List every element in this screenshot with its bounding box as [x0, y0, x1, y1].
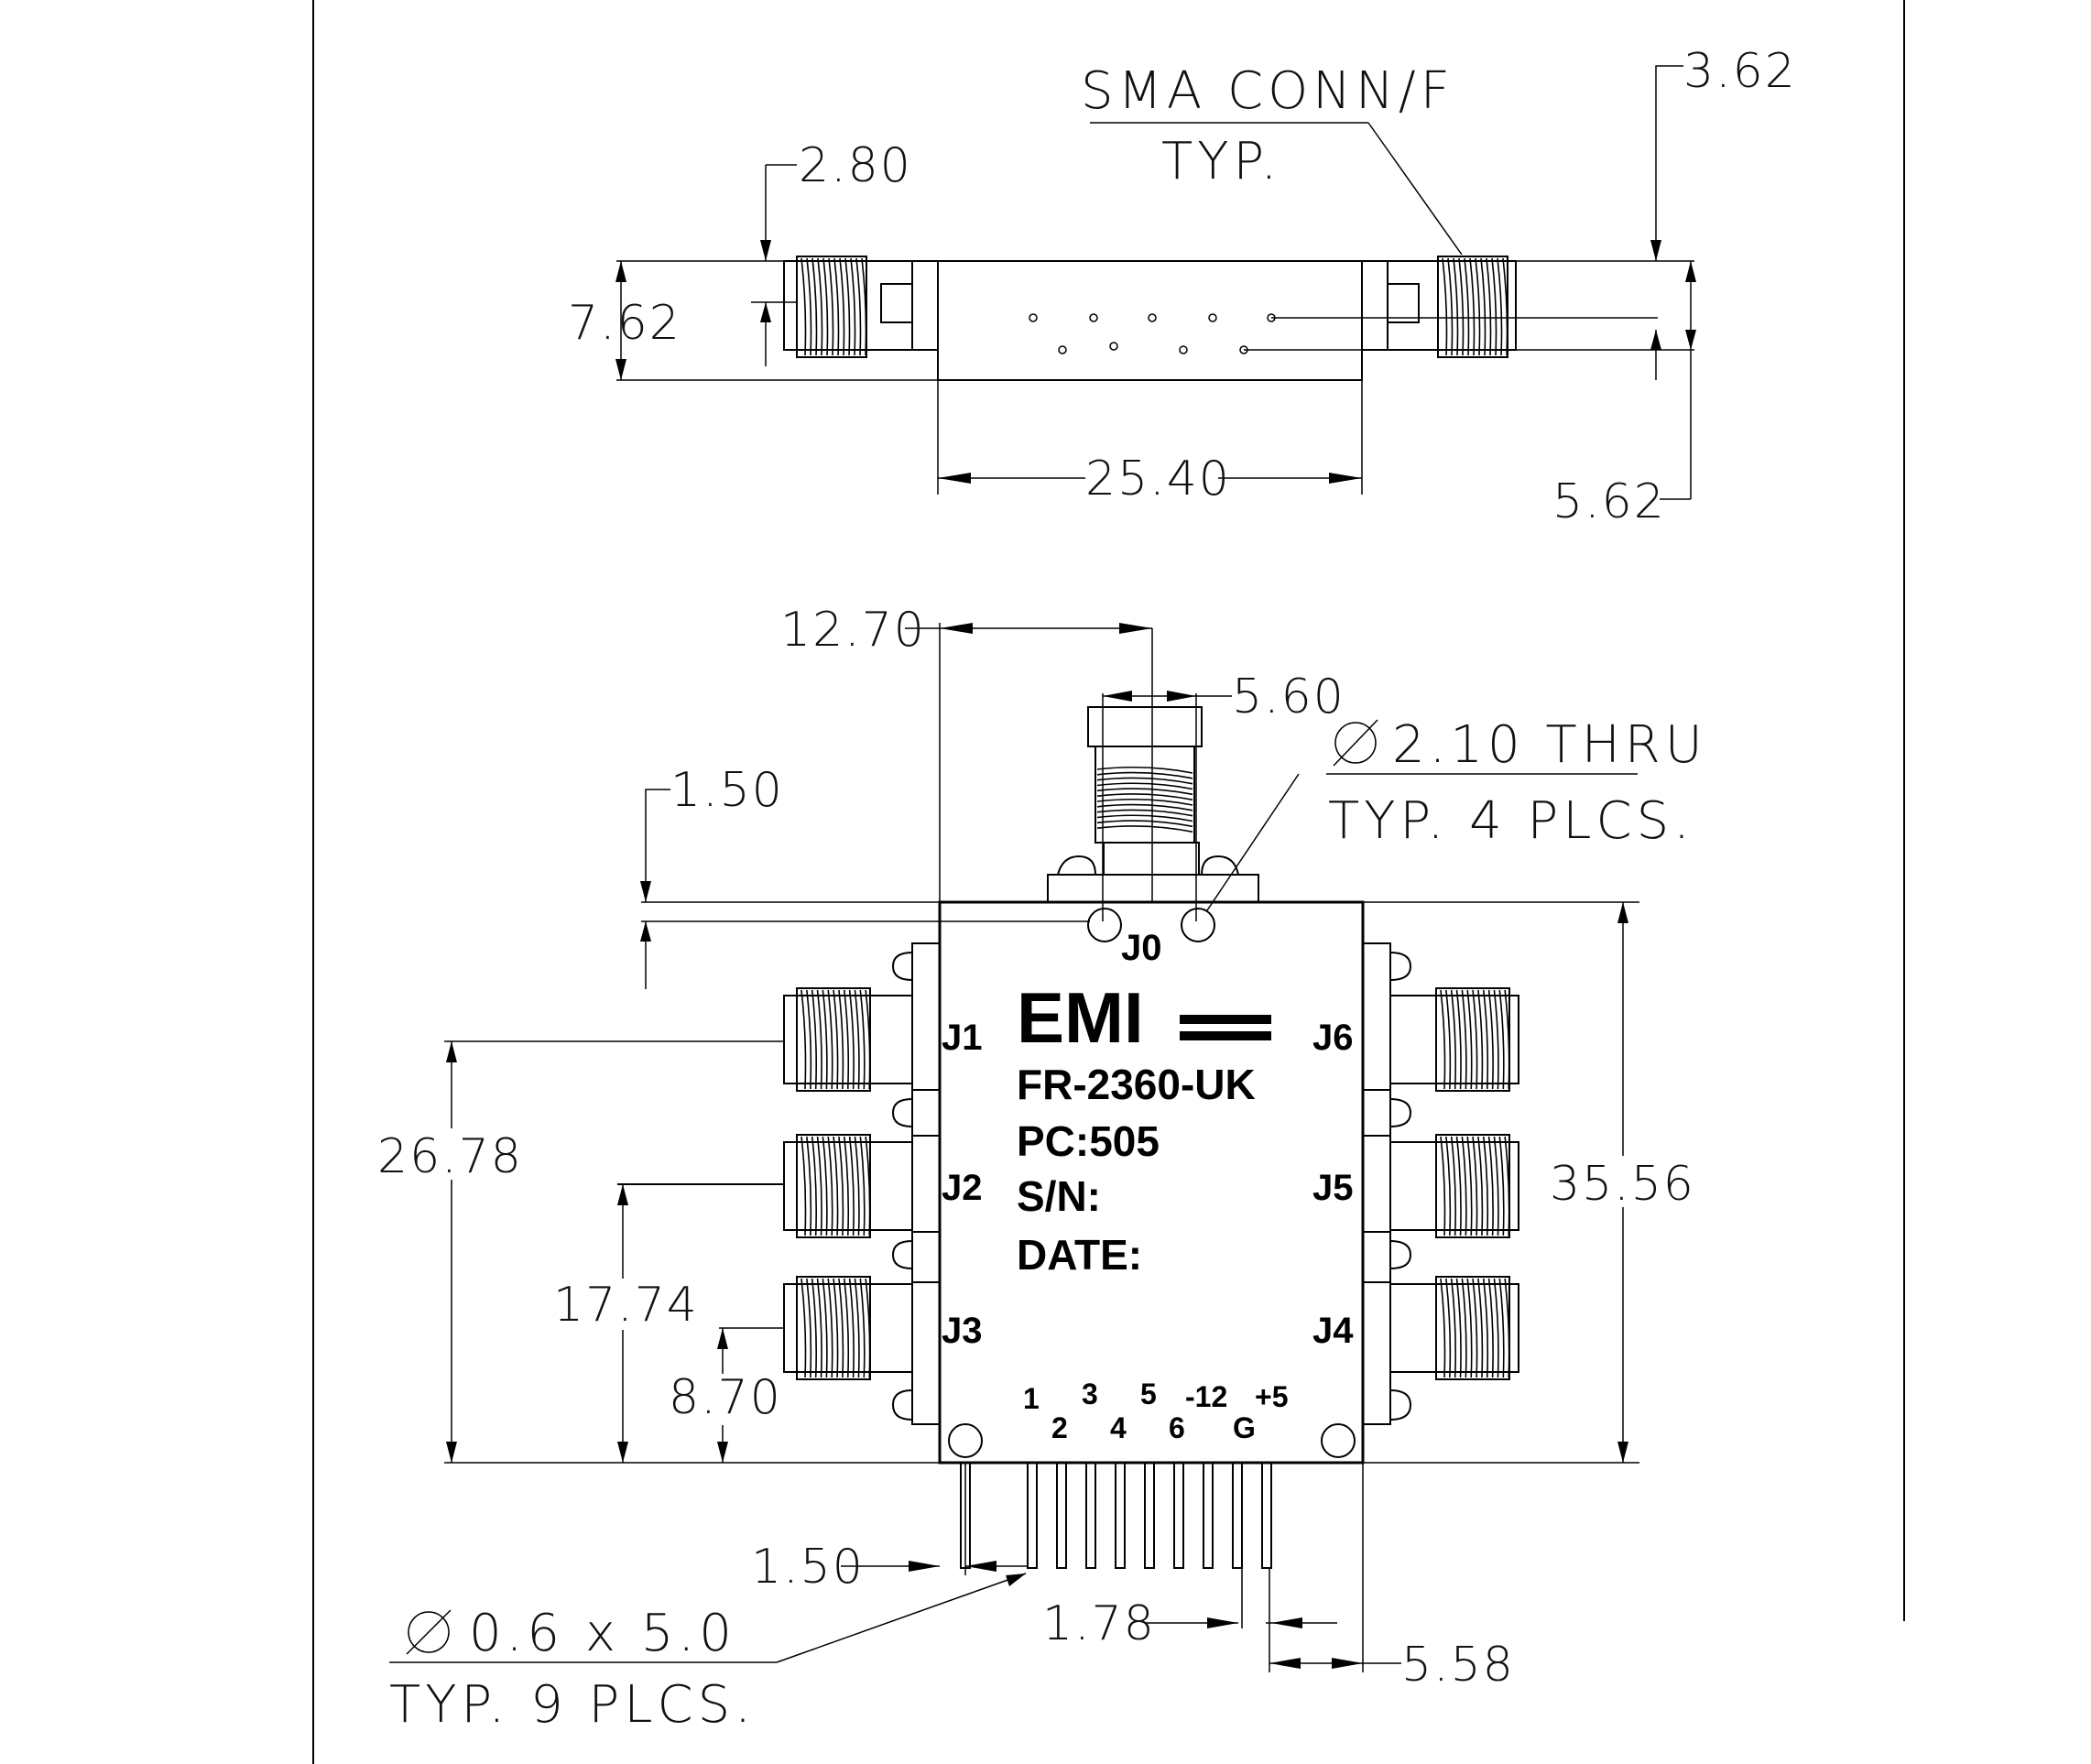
product-label: EMI FR-2360-UK PC:505 S/N: DATE:	[1017, 977, 1271, 1279]
right-sma-connector-4	[1362, 942, 1519, 1137]
port-j1-label: J1	[942, 1018, 983, 1058]
port-j6-label: J6	[1312, 1018, 1354, 1058]
dim-8-70-label: 8.70	[669, 1370, 782, 1425]
mounting-hole-top-left	[1087, 908, 1122, 942]
dim-12-70-label: 12.70	[780, 603, 926, 658]
sma-note-line2: TYP.	[1161, 132, 1281, 191]
dim-5-62-label: 5.62	[1552, 474, 1666, 529]
right-sma-connector-6	[1362, 1231, 1519, 1425]
pin-label-2: 2	[1051, 1411, 1068, 1444]
serial-number-field: S/N:	[1017, 1172, 1101, 1220]
dim-5-60: 5.60	[1102, 670, 1345, 921]
dim-26-78: 26.78	[376, 1040, 784, 1463]
pc-number: PC:505	[1017, 1117, 1160, 1165]
top-right-connector-thread	[1437, 256, 1508, 358]
dim-2-80-label: 2.80	[799, 138, 912, 193]
top-right-connector-nut	[1387, 283, 1420, 323]
dim-12-70: 12.70	[780, 603, 1152, 902]
dim-25-40-label: 25.40	[1085, 452, 1231, 506]
dim-1-50-bottom: 1.50	[751, 1463, 1028, 1595]
left-sma-connector-2	[783, 1089, 941, 1283]
mounting-hole-bottom-left	[948, 1423, 983, 1458]
top-pin-dots	[1029, 313, 1276, 354]
pin-label-plus5: +5	[1255, 1380, 1288, 1413]
pin-label-1: 1	[1023, 1382, 1040, 1415]
date-field: DATE:	[1017, 1231, 1142, 1279]
j0-connector	[1047, 628, 1259, 903]
port-j4-label: J4	[1312, 1311, 1354, 1351]
left-sma-connector-3	[783, 1231, 941, 1425]
dim-2-80: 2.80	[751, 138, 912, 366]
dim-7-62-label: 7.62	[568, 296, 681, 351]
hole-note: 2.10 THRU TYP. 4 PLCS.	[1206, 715, 1707, 911]
dim-8-70: 8.70	[667, 1327, 786, 1463]
pin-label-6: 6	[1169, 1411, 1185, 1444]
mounting-hole-top-right	[1181, 908, 1215, 942]
sma-connector-note: SMA CONN/F TYP.	[1081, 61, 1463, 256]
pin-label-3: 3	[1082, 1377, 1098, 1410]
left-sma-connector-1	[783, 942, 941, 1137]
pin-label-g: G	[1233, 1411, 1256, 1444]
hole-note-line2: TYP. 4 PLCS.	[1328, 791, 1694, 851]
mounting-hole-bottom-right	[1321, 1423, 1356, 1458]
pin-numbers: 1 3 5 -12 +5 2 4 6 G	[1023, 1377, 1288, 1444]
dim-1-50-top: 1.50	[640, 763, 784, 989]
hole-note-line1: 2.10 THRU	[1392, 715, 1707, 775]
dim-3-62-label: 3.62	[1683, 44, 1797, 99]
dim-5-60-label: 5.60	[1232, 670, 1345, 724]
brand-logo-bar-top	[1180, 1015, 1271, 1024]
pin-note-line2: TYP. 9 PLCS.	[389, 1675, 756, 1735]
dim-7-62: 7.62	[568, 260, 938, 381]
dim-35-56: 35.56	[1548, 902, 1695, 1463]
dim-25-40: 25.40	[937, 380, 1363, 506]
brand-logo-bar-bottom	[1180, 1031, 1271, 1040]
port-j3-label: J3	[942, 1311, 983, 1351]
dim-1-50-bottom-label: 1.50	[751, 1540, 865, 1595]
top-left-connector-thread	[796, 256, 867, 358]
top-left-connector-flange	[911, 260, 939, 351]
dim-17-74-label: 17.74	[553, 1278, 699, 1333]
dim-35-56-label: 35.56	[1550, 1157, 1695, 1212]
dim-3-62: 3.62	[1650, 44, 1797, 380]
dim-26-78-label: 26.78	[377, 1129, 523, 1184]
top-right-connector-flange	[1361, 260, 1389, 351]
pin-label-minus12: -12	[1185, 1380, 1227, 1413]
port-j0-label: J0	[1121, 928, 1162, 968]
port-j2-label: J2	[942, 1168, 983, 1208]
dim-5-58-label: 5.58	[1401, 1638, 1515, 1693]
pin-label-4: 4	[1110, 1411, 1127, 1444]
sma-note-line1: SMA CONN/F	[1081, 61, 1454, 121]
brand-logo-text: EMI	[1017, 977, 1144, 1058]
port-j5-label: J5	[1312, 1168, 1354, 1208]
pin-note-line1: 0.6 x 5.0	[469, 1604, 736, 1663]
dim-1-50-top-label: 1.50	[670, 763, 784, 818]
dim-5-62: 5.62	[1552, 261, 1696, 529]
dim-5-58: 5.58	[1269, 1463, 1515, 1693]
side-sma-connectors	[783, 942, 1519, 1425]
diameter-symbol-icon	[1334, 722, 1377, 764]
model-number: FR-2360-UK	[1017, 1061, 1256, 1108]
front-view: J0 J1 J2 J3 J4 J5 J6 EMI FR-2360-UK PC:5…	[376, 603, 1707, 1735]
right-sma-connector-5	[1362, 1089, 1519, 1283]
top-view: 2.80 7.62 25.40 3.62	[568, 44, 1797, 529]
dim-17-74: 17.74	[550, 1183, 784, 1463]
bottom-pins	[960, 1462, 1272, 1569]
top-left-connector-nut	[880, 283, 913, 323]
dim-1-78-label: 1.78	[1042, 1596, 1156, 1651]
pin-label-5: 5	[1140, 1377, 1157, 1410]
pin-note: 0.6 x 5.0 TYP. 9 PLCS.	[389, 1573, 1027, 1735]
pin-diameter-symbol-icon	[408, 1611, 450, 1653]
dim-1-78: 1.78	[1042, 1568, 1337, 1651]
mounting-holes	[948, 908, 1356, 1458]
